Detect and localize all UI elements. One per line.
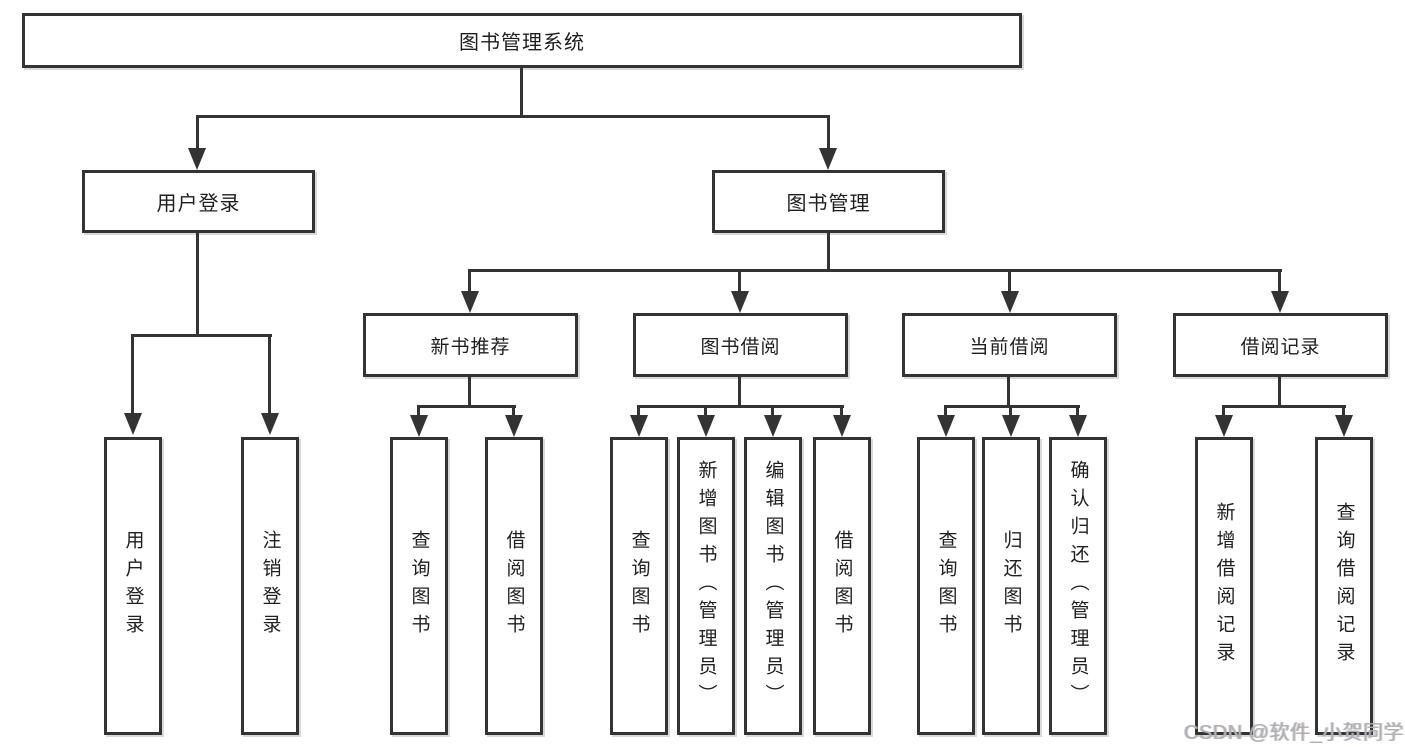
connector-line (196, 115, 199, 149)
leaf-query-books-3: 查询图书 (917, 437, 975, 735)
arrow-down-icon (1069, 415, 1087, 437)
leaf-add-book-admin: 新增图书（管理员） (677, 437, 735, 735)
leaf-borrow-books-1: 借阅图书 (485, 437, 543, 735)
connector-line (468, 269, 471, 294)
arrow-down-icon (124, 413, 142, 435)
connector-line (196, 115, 830, 118)
connector-line (840, 405, 843, 417)
node-user-login: 用户登录 (82, 170, 315, 233)
connector-line (1008, 269, 1011, 294)
arrow-down-icon (819, 148, 837, 170)
connector-line (771, 405, 774, 417)
connector-line (1278, 269, 1281, 294)
connector-line (417, 405, 516, 408)
connector-line (196, 233, 199, 337)
node-label: 图书管理系统 (459, 32, 585, 54)
connector-line (738, 269, 741, 294)
connector-line (827, 115, 830, 149)
node-book-management: 图书管理 (712, 170, 945, 233)
leaf-label: 归还图书 (1000, 530, 1022, 642)
arrow-down-icon (1002, 415, 1020, 437)
leaf-query-borrow-record: 查询借阅记录 (1315, 437, 1373, 735)
arrow-down-icon (1215, 415, 1233, 437)
connector-line (637, 405, 640, 417)
leaf-add-borrow-record: 新增借阅记录 (1195, 437, 1253, 735)
connector-line (1222, 405, 1225, 417)
arrow-down-icon (630, 415, 648, 437)
leaf-label: 借阅图书 (831, 530, 853, 642)
arrow-down-icon (937, 415, 955, 437)
leaf-label: 查询借阅记录 (1333, 502, 1355, 670)
arrow-down-icon (1335, 415, 1353, 437)
node-borrow-records: 借阅记录 (1173, 313, 1388, 377)
node-label: 借阅记录 (1240, 336, 1321, 358)
connector-line (1222, 405, 1346, 408)
leaf-label: 用户登录 (122, 530, 144, 642)
node-book-borrow: 图书借阅 (633, 313, 848, 377)
leaf-query-books-1: 查询图书 (390, 437, 448, 735)
connector-line (637, 405, 844, 408)
connector-line (1342, 405, 1345, 417)
connector-line (131, 334, 134, 414)
node-label: 图书管理 (786, 193, 871, 215)
node-label: 当前借阅 (969, 336, 1050, 358)
leaf-label: 查询图书 (408, 530, 430, 642)
connector-line (1076, 405, 1079, 417)
leaf-confirm-return-admin: 确认归还（管理员） (1049, 437, 1107, 735)
arrow-down-icon (188, 148, 206, 170)
node-new-book-recommend: 新书推荐 (363, 313, 578, 377)
leaf-label: 注销登录 (259, 530, 281, 642)
node-label: 用户登录 (156, 193, 241, 215)
connector-line (417, 405, 420, 417)
connector-line (1278, 377, 1281, 408)
connector-line (738, 377, 741, 408)
arrow-down-icon (697, 415, 715, 437)
arrow-down-icon (505, 415, 523, 437)
arrow-down-icon (731, 291, 749, 313)
connector-line (512, 405, 515, 417)
leaf-edit-book-admin: 编辑图书（管理员） (744, 437, 802, 735)
arrow-down-icon (764, 415, 782, 437)
connector-line (520, 68, 523, 118)
connector-line (468, 377, 471, 408)
leaf-label: 编辑图书（管理员） (762, 460, 784, 712)
connector-line (944, 405, 1080, 408)
arrow-down-icon (1271, 291, 1289, 313)
connector-line (1007, 377, 1010, 408)
arrow-down-icon (833, 415, 851, 437)
leaf-user-login: 用户登录 (104, 437, 162, 735)
node-current-borrow: 当前借阅 (902, 313, 1117, 377)
leaf-return-books: 归还图书 (982, 437, 1040, 735)
leaf-label: 查询图书 (628, 530, 650, 642)
arrow-down-icon (461, 291, 479, 313)
leaf-logout: 注销登录 (241, 437, 299, 735)
connector-line (268, 334, 271, 414)
leaf-label: 新增借阅记录 (1213, 502, 1235, 670)
arrow-down-icon (1001, 291, 1019, 313)
connector-line (131, 334, 272, 337)
leaf-borrow-books-2: 借阅图书 (813, 437, 871, 735)
connector-line (468, 269, 1282, 272)
connector-line (827, 233, 830, 272)
leaf-label: 借阅图书 (503, 530, 525, 642)
connector-line (1009, 405, 1012, 417)
node-library-system: 图书管理系统 (22, 13, 1022, 68)
connector-line (944, 405, 947, 417)
csdn-watermark: CSDN @软件_小贺同学 (1184, 722, 1405, 744)
leaf-label: 查询图书 (935, 530, 957, 642)
leaf-label: 确认归还（管理员） (1067, 460, 1089, 712)
arrow-down-icon (261, 413, 279, 435)
connector-line (704, 405, 707, 417)
node-label: 图书借阅 (700, 336, 781, 358)
node-label: 新书推荐 (430, 336, 511, 358)
arrow-down-icon (410, 415, 428, 437)
leaf-query-books-2: 查询图书 (610, 437, 668, 735)
leaf-label: 新增图书（管理员） (695, 460, 717, 712)
